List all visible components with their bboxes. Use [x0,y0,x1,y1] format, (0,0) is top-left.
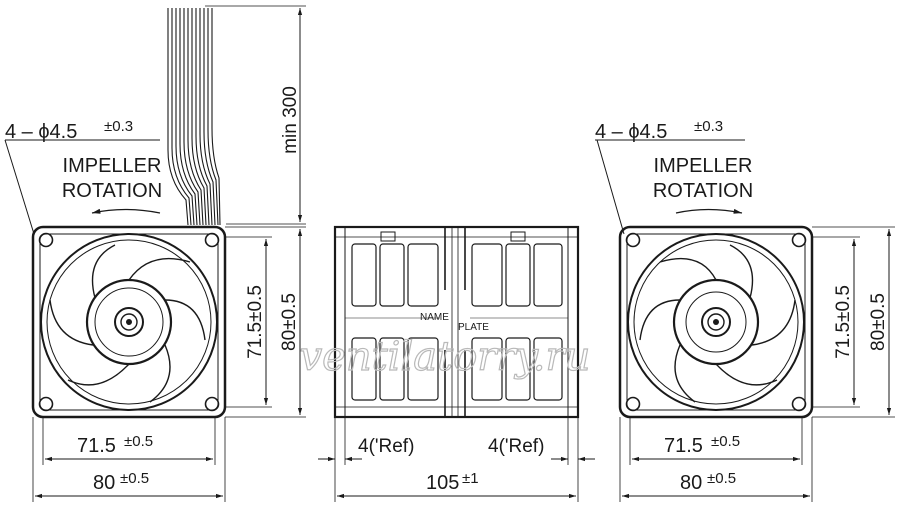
height-outer-label-rear: 80±0.5 [868,293,889,351]
holes-label-rear: 4 – ϕ4.5 [595,121,667,143]
mounting-hole [204,396,220,412]
holes-label: 4 – ϕ4.5 [5,121,77,143]
mounting-hole [38,396,54,412]
cable-length-label: min 300 [280,86,301,154]
mounting-hole [38,232,54,248]
width-inner-tolerance: ±0.5 [124,433,153,450]
mounting-holes [38,232,220,412]
mounting-hole [204,232,220,248]
nameplate-plate: PLATE [458,322,489,333]
width-inner-label-rear: 71.5 [664,435,703,457]
watermark: ventilatorry.ru [300,334,591,380]
mounting-hole [791,232,807,248]
width-outer-label: 80 [93,472,115,494]
holes-tolerance-rear: ±0.3 [694,118,723,135]
fan-frame-rear [618,225,814,419]
width-inner-label: 71.5 [77,435,116,457]
depth-tolerance: ±1 [462,470,479,487]
stator-vanes [639,244,796,403]
ref-right-label: 4('Ref) [488,436,544,457]
left-fan-view: 4 – ϕ4.5 ±0.3 IMPELLER ROTATION min 300 … [4,5,306,502]
rotation-label-rear-line2: ROTATION [653,180,753,202]
width-outer-tolerance: ±0.5 [120,470,149,487]
fan-hub [85,278,173,366]
nameplate-name: NAME [420,312,449,323]
width-outer-label-rear: 80 [680,472,702,494]
ref-left-label: 4('Ref) [358,436,414,457]
side-body [333,225,580,419]
height-inner-label-rear: 71.5±0.5 [833,285,854,359]
impeller-blades [49,244,206,403]
rotation-label-rear-line1: IMPELLER [654,155,753,177]
holes-tolerance: ±0.3 [104,118,133,135]
fan-frame [31,225,227,419]
width-outer-tolerance-rear: ±0.5 [707,470,736,487]
side-fins [351,243,563,401]
height-inner-label: 71.5±0.5 [245,285,266,359]
mounting-hole [625,232,641,248]
depth-label: 105 [426,472,459,494]
mounting-hole [625,396,641,412]
right-fan-view: 4 – ϕ4.5 ±0.3 IMPELLER ROTATION 71.5±0.5… [595,118,895,502]
cable-bundle [167,8,221,226]
height-outer-label: 80±0.5 [279,293,300,351]
fan-hub-rear [672,278,760,366]
rotation-label-line2: ROTATION [62,180,162,202]
side-fan-view: NAME PLATE 4('Ref) 4('Ref) 105 ±1 [318,225,595,502]
rotation-label-line1: IMPELLER [63,155,162,177]
mounting-hole [791,396,807,412]
width-inner-tolerance-rear: ±0.5 [711,433,740,450]
